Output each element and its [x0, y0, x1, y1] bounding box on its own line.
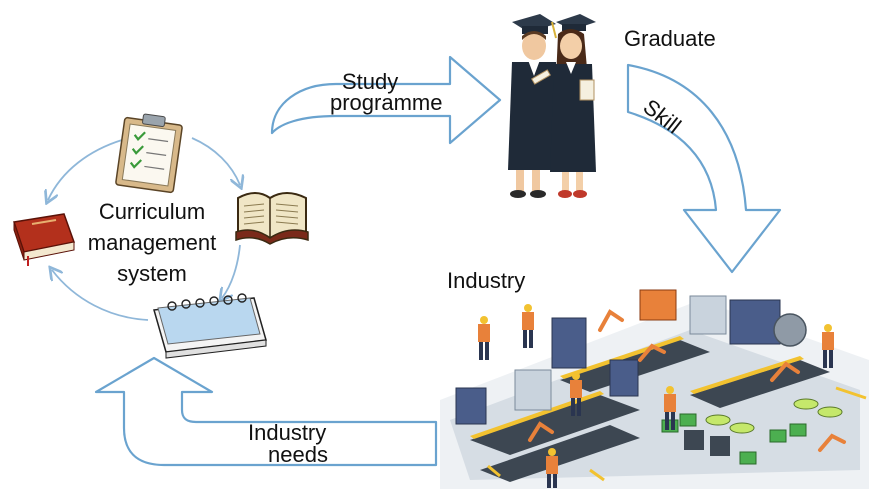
cycle-arrow-bottom-left: [52, 270, 149, 321]
clipboard-icon: [115, 113, 183, 194]
graduate-label: Graduate: [624, 26, 716, 51]
cycle-arrow-top-right: [191, 137, 240, 185]
curriculum-label-line2: management: [87, 230, 217, 255]
study-programme-arrow: [270, 55, 502, 145]
notepad-icon: [153, 293, 267, 359]
skill-arrow: [626, 63, 782, 274]
study-label-line1: Study: [342, 69, 399, 94]
curriculum-label-line3: system: [117, 261, 187, 286]
curriculum-label-line1: Curriculum: [98, 199, 206, 224]
industry-needs-label-line2: needs: [268, 442, 328, 467]
cycle-arrows: [48, 137, 241, 321]
factory-illustration: [440, 289, 869, 489]
open-book-icon: [235, 192, 309, 245]
industry-needs-label-line1: Industry: [248, 420, 327, 445]
book-icon: [13, 213, 75, 266]
industry-label: Industry: [447, 268, 526, 293]
cycle-arrow-top-left: [48, 139, 123, 200]
worker-figures: [478, 304, 834, 488]
industry-needs-arrow: [94, 356, 438, 467]
study-label-line2: programme: [330, 90, 443, 115]
cycle-arrow-right: [222, 244, 241, 298]
graduates-illustration: [508, 14, 596, 198]
